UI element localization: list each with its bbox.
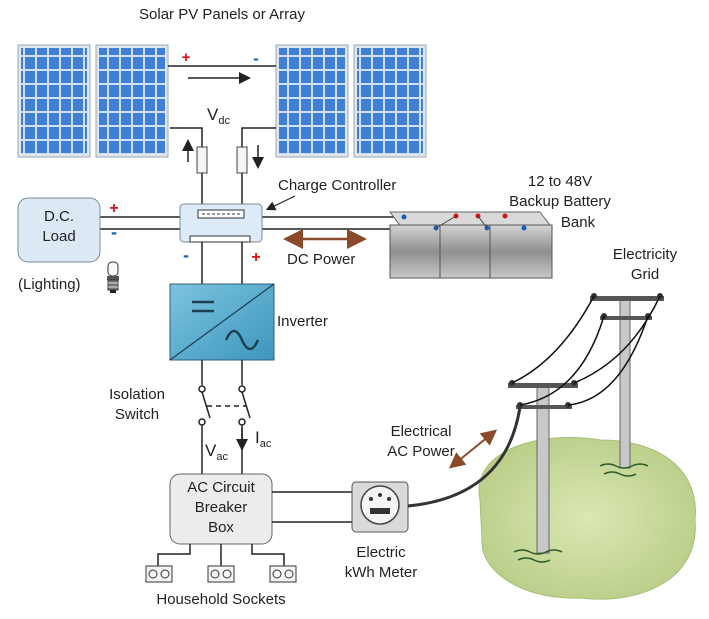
load-minus-sign: - bbox=[111, 222, 117, 242]
household-socket bbox=[269, 565, 297, 583]
panel-minus-sign: - bbox=[253, 49, 259, 68]
household-sockets-label: Household Sockets bbox=[156, 591, 285, 608]
grid-ground bbox=[478, 437, 696, 600]
solar-panel-left bbox=[17, 44, 169, 158]
solar-panel-right bbox=[275, 44, 427, 158]
kwh-meter bbox=[351, 481, 409, 533]
solar-array-title: Solar PV Panels or Array bbox=[139, 6, 305, 23]
grid-label-1: Electricity bbox=[613, 246, 678, 263]
ac-power-label-1: Electrical bbox=[391, 423, 452, 440]
vdc-label: Vdc bbox=[207, 105, 230, 127]
vac-label: Vac bbox=[205, 441, 228, 463]
battery-label-2: Backup Battery bbox=[509, 193, 611, 210]
battery-bank bbox=[389, 211, 553, 279]
socket-wiring bbox=[157, 544, 285, 566]
breaker-label-2: Breaker bbox=[195, 499, 248, 516]
charge-controller-label: Charge Controller bbox=[278, 177, 396, 194]
breaker-label-1: AC Circuit bbox=[187, 479, 255, 496]
inverter bbox=[169, 283, 275, 361]
household-socket bbox=[145, 565, 173, 583]
meter-label-1: Electric bbox=[356, 544, 406, 561]
light-bulb-icon bbox=[107, 261, 119, 293]
breaker-label-3: Box bbox=[208, 519, 234, 536]
breaker-meter-wires bbox=[272, 491, 352, 523]
fuse-right bbox=[236, 146, 248, 174]
inverter-input-wires bbox=[201, 242, 243, 284]
charge-controller bbox=[179, 203, 263, 243]
utility-pole-front bbox=[508, 380, 578, 563]
panel-plus-sign: + bbox=[182, 49, 191, 66]
controller-plus-sign: + bbox=[251, 249, 260, 266]
controller-minus-sign: - bbox=[183, 245, 189, 265]
ac-power-label-2: AC Power bbox=[387, 443, 455, 460]
meter-label-2: kWh Meter bbox=[345, 564, 418, 581]
fuse-left bbox=[196, 146, 208, 174]
dc-wires bbox=[170, 127, 276, 205]
grid-label-2: Grid bbox=[631, 266, 659, 283]
household-socket bbox=[207, 565, 235, 583]
grid-service-cable bbox=[407, 406, 522, 508]
isolation-label-1: Isolation bbox=[109, 386, 165, 403]
dc-load-label-2: Load bbox=[42, 228, 75, 245]
isolation-label-2: Switch bbox=[115, 406, 159, 423]
dc-load-box bbox=[17, 197, 101, 263]
dc-load-label-1: D.C. bbox=[44, 208, 74, 225]
ac-power-arrow bbox=[448, 429, 498, 469]
load-plus-sign: + bbox=[109, 200, 118, 217]
battery-label-3: Bank bbox=[561, 214, 596, 231]
overhead-lines bbox=[511, 295, 661, 406]
battery-label-1: 12 to 48V bbox=[528, 173, 592, 190]
iac-label: Iac bbox=[255, 428, 272, 450]
dc-power-label: DC Power bbox=[287, 251, 355, 268]
utility-pole-back bbox=[590, 293, 664, 477]
controller-pointer bbox=[265, 195, 296, 211]
lighting-label: (Lighting) bbox=[18, 276, 81, 293]
inverter-label: Inverter bbox=[277, 313, 328, 330]
